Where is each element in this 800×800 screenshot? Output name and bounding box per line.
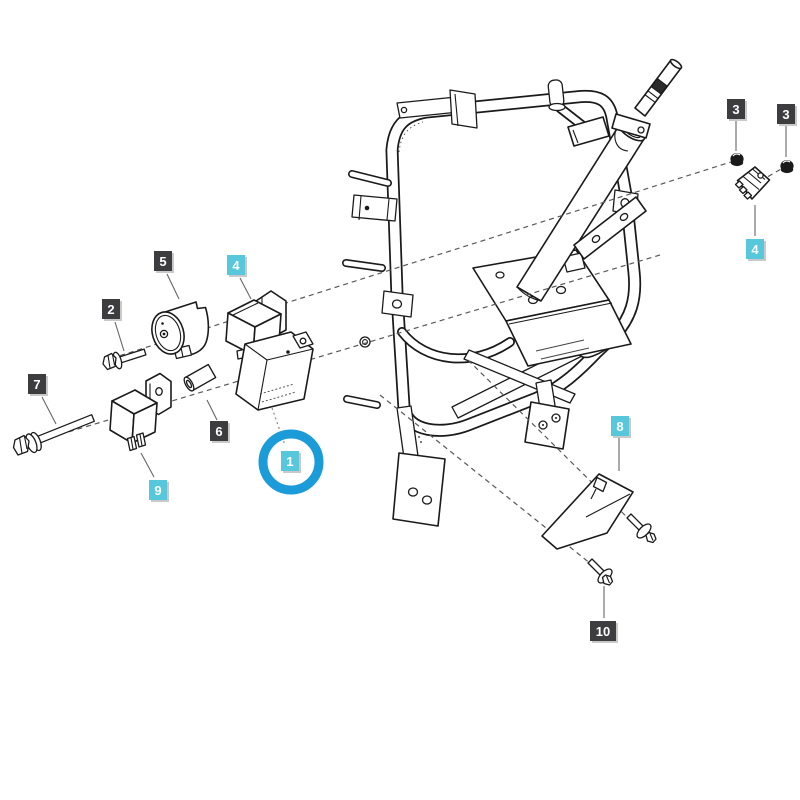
part-1-control-unit xyxy=(235,331,314,411)
callout-badge-7[interactable]: 7 xyxy=(28,374,46,394)
part-8-cover xyxy=(541,473,634,550)
part-2-bolt xyxy=(102,348,147,371)
callout-badge-5[interactable]: 5 xyxy=(154,251,172,271)
part-9-relay xyxy=(109,372,172,452)
part-7-long-bolt xyxy=(12,414,95,456)
frame-assembly xyxy=(342,79,642,527)
cover-bolt-upper xyxy=(626,513,657,544)
callout-badge-6[interactable]: 6 xyxy=(210,421,228,441)
callout-badge-1[interactable]: 1 xyxy=(281,451,299,471)
part-10-bolt xyxy=(587,558,614,586)
callout-badge-3-left[interactable]: 3 xyxy=(727,99,745,119)
part-6-spacer xyxy=(183,363,217,392)
part-4-relay-left xyxy=(225,290,287,360)
knurled-band xyxy=(650,77,668,95)
part-5-buzzer xyxy=(151,301,210,360)
callout-badge-4-right[interactable]: 4 xyxy=(746,239,764,259)
callout-badge-2[interactable]: 2 xyxy=(102,299,120,319)
callout-badge-10[interactable]: 10 xyxy=(590,621,616,641)
part-3-nut-right xyxy=(780,160,794,174)
leader-lines xyxy=(41,121,787,618)
callout-badge-4-left[interactable]: 4 xyxy=(227,255,245,275)
steering-column xyxy=(516,58,683,302)
callout-badge-9[interactable]: 9 xyxy=(149,480,167,500)
highlight-circle xyxy=(258,429,324,495)
callout-badge-3-right[interactable]: 3 xyxy=(777,104,795,124)
part-4-relay-right xyxy=(734,166,771,200)
part-3-nut-left xyxy=(730,153,744,167)
callout-badge-8[interactable]: 8 xyxy=(611,416,629,436)
